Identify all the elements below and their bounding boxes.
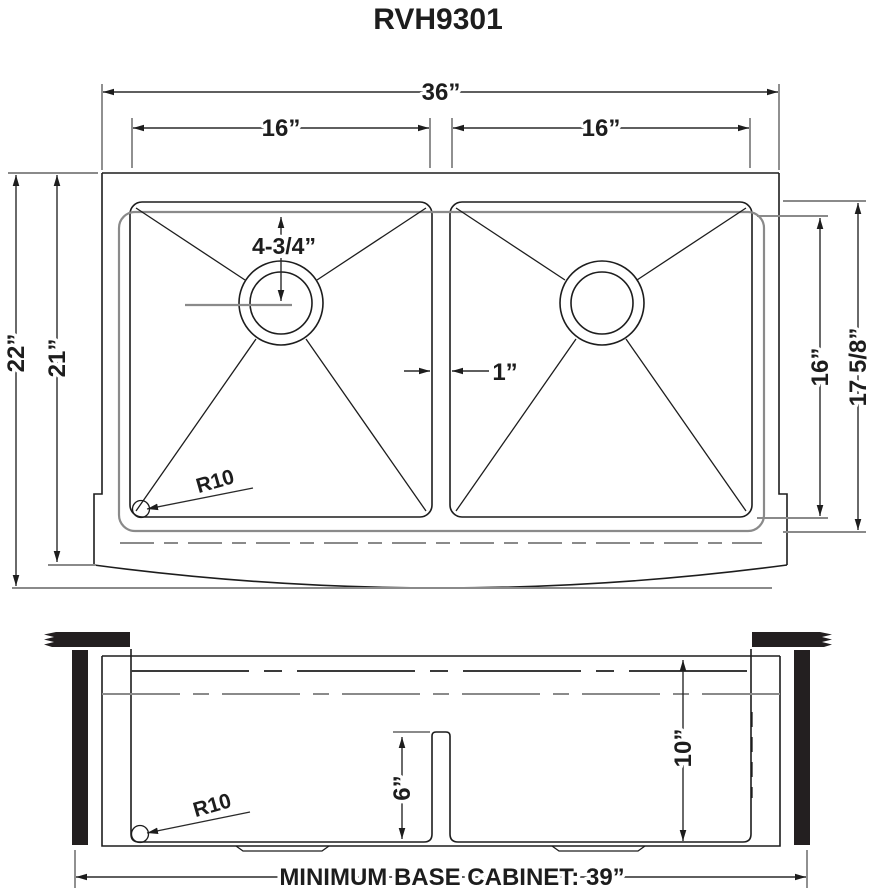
dim-divider-width: 1”	[404, 356, 521, 390]
top-view: 36” 16” 16” 22” 21”	[0, 76, 872, 589]
dim-drain-offset: 4-3/4”	[249, 217, 319, 301]
left-bowl-slope-lines	[135, 207, 427, 512]
dim-divider-width-label: 1”	[492, 359, 517, 386]
right-bowl	[449, 201, 753, 518]
right-bowl-slope-lines	[455, 207, 747, 512]
dim-rim-front-back: 17 5/8”	[783, 200, 872, 533]
right-drain-boss	[551, 845, 646, 852]
dim-left-bowl-width: 16”	[131, 112, 431, 168]
sink-outline	[93, 172, 788, 565]
dim-body-depth: 21”	[41, 175, 96, 566]
dim-overall-width: 36”	[101, 76, 780, 170]
dim-divider-height: 6”	[386, 731, 430, 839]
cabinet-wall-right	[794, 650, 810, 845]
countertop-left	[44, 632, 130, 647]
bowl-section-outline	[130, 649, 752, 843]
front-view: 6” 10” R10 MINIMUM BASE CABINET: 39”	[44, 632, 832, 892]
radius-callout-top-label: R10	[194, 465, 237, 498]
left-drain	[185, 260, 324, 346]
radius-callout-top: R10	[131, 462, 254, 519]
dim-drain-offset-label: 4-3/4”	[252, 233, 316, 259]
page-title: RVH9301	[373, 3, 503, 36]
dim-overall-depth: 22”	[0, 172, 98, 586]
dim-bowl-depth: 10”	[667, 660, 701, 841]
right-drain	[559, 260, 645, 346]
dim-right-bowl-width-label: 16”	[582, 115, 621, 142]
radius-callout-front: R10	[130, 786, 251, 844]
bowl-rim	[117, 210, 766, 533]
left-drain-boss	[235, 845, 330, 852]
apron-face-outline	[101, 655, 781, 847]
dim-overall-width-label: 36”	[422, 79, 461, 106]
left-bowl	[129, 201, 433, 518]
dim-overall-depth-label: 22”	[3, 334, 30, 373]
dim-bowl-front-back-label: 16”	[807, 348, 834, 387]
dim-bowl-front-back: 16”	[757, 215, 838, 519]
countertop-right	[752, 632, 832, 647]
dim-base-cabinet: MINIMUM BASE CABINET: 39”	[74, 850, 808, 892]
dim-base-cabinet-label: MINIMUM BASE CABINET: 39”	[279, 864, 624, 891]
apron-curve	[93, 564, 788, 589]
dim-body-depth-label: 21”	[44, 339, 71, 378]
dim-bowl-depth-label: 10”	[670, 729, 697, 768]
dim-divider-height-label: 6”	[389, 775, 416, 800]
corner-radius-mark-front	[130, 824, 150, 844]
cabinet-wall-left	[72, 650, 88, 845]
dim-right-bowl-width: 16”	[451, 112, 751, 168]
dim-left-bowl-width-label: 16”	[262, 115, 301, 142]
dim-rim-front-back-label: 17 5/8”	[845, 328, 872, 407]
